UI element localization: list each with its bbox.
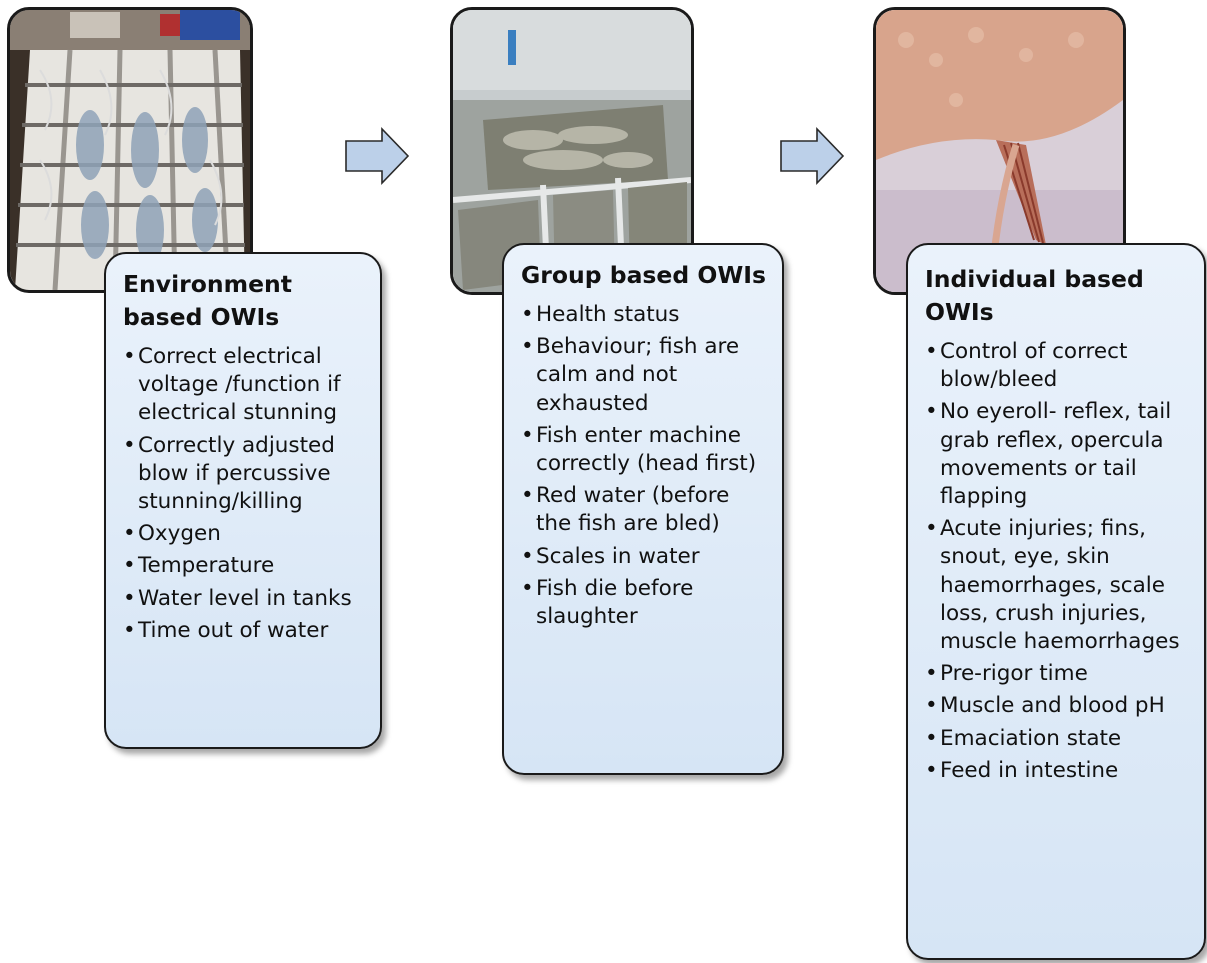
list-item: Acute injuries; fins, snout, eye, skin h… bbox=[925, 515, 1190, 656]
list-item: Muscle and blood pH bbox=[925, 692, 1190, 720]
list-item: Time out of water bbox=[123, 617, 366, 645]
list-item: Behaviour; fish are calm and not exhaust… bbox=[521, 333, 768, 418]
card-title: Group based OWIs bbox=[521, 261, 766, 289]
indicator-list: Control of correct blow/bleed No eyeroll… bbox=[925, 338, 1190, 785]
list-item: Temperature bbox=[123, 552, 366, 580]
individual-owi-card: Individual based OWIs Control of correct… bbox=[906, 243, 1206, 960]
card-title: Individual based OWIs bbox=[925, 265, 1144, 326]
list-item: Water level in tanks bbox=[123, 585, 366, 613]
list-item: Fish die before slaughter bbox=[521, 575, 768, 631]
list-item: Oxygen bbox=[123, 520, 366, 548]
list-item: Correctly adjusted blow if percussive st… bbox=[123, 432, 366, 517]
indicator-list: Correct electrical voltage /function if … bbox=[123, 343, 366, 645]
list-item: Scales in water bbox=[521, 543, 768, 571]
list-item: Emaciation state bbox=[925, 725, 1190, 753]
list-item: Pre-rigor time bbox=[925, 660, 1190, 688]
card-title: Environment based OWIs bbox=[123, 270, 293, 331]
stunning-tank-photo bbox=[7, 7, 253, 293]
list-item: Control of correct blow/bleed bbox=[925, 338, 1190, 394]
list-item: Fish enter machine correctly (head first… bbox=[521, 422, 768, 478]
list-item: Correct electrical voltage /function if … bbox=[123, 343, 366, 428]
list-item: No eyeroll- reflex, tail grab reflex, op… bbox=[925, 398, 1190, 511]
indicator-list: Health status Behaviour; fish are calm a… bbox=[521, 301, 768, 631]
list-item: Red water (before the fish are bled) bbox=[521, 482, 768, 538]
group-owi-card: Group based OWIs Health status Behaviour… bbox=[502, 243, 784, 775]
right-arrow-icon bbox=[345, 127, 410, 185]
list-item: Feed in intestine bbox=[925, 757, 1190, 785]
right-arrow-icon bbox=[780, 127, 845, 185]
environment-owi-card: Environment based OWIs Correct electrica… bbox=[104, 252, 382, 749]
list-item: Health status bbox=[521, 301, 768, 329]
